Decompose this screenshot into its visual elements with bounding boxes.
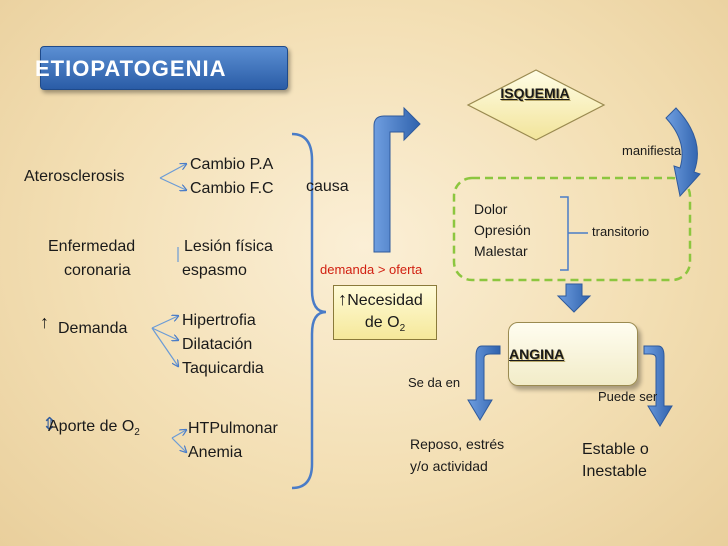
estable-line2: Inestable (582, 463, 647, 480)
up-arrow-icon: ↑ (338, 289, 347, 309)
puede-ser-label: Puede ser (598, 389, 658, 404)
manifiesta-label: manifiesta (622, 143, 682, 158)
demanda-oferta-label: demanda > oferta (320, 262, 423, 277)
necesidad-o2-box: ↑Necesidad de O2 (333, 285, 437, 340)
down-arrow-to-angina (556, 283, 592, 313)
puede-ser-arrow (643, 345, 673, 427)
up-bent-arrow (373, 106, 421, 253)
branch-arrow-aterosclerosis (159, 164, 186, 190)
effect-hipertrofia: Hipertrofia (182, 312, 256, 329)
effect-dilatacion: Dilatación (182, 336, 253, 353)
symptoms-list: Dolor Opresión Malestar (474, 199, 531, 262)
effect-anemia: Anemia (188, 444, 243, 461)
branch-arrow-aporte (171, 430, 186, 452)
isquemia-label: ISQUEMIA (500, 85, 570, 101)
cause-aporte: Aporte de O2 (48, 418, 140, 439)
se-da-en-label: Se da en (408, 375, 461, 390)
effect-cambio-fc: Cambio F.C (190, 180, 274, 197)
se-da-en-arrow (467, 345, 501, 421)
cause-aterosclerosis: Aterosclerosis (24, 168, 125, 185)
isquemia-diamond (466, 69, 606, 141)
up-down-arrow-icon: ⇕ (42, 414, 58, 434)
symptoms-bracket (560, 196, 569, 271)
reposo-line1: Reposo, estrés (410, 436, 505, 452)
estable-text: Estable o Inestable (582, 439, 649, 483)
transitorio-label: transitorio (592, 224, 650, 239)
symptom-item: Malestar (474, 243, 528, 259)
symptom-item: Dolor (474, 201, 508, 217)
branch-arrow-demanda (151, 316, 178, 366)
effect-espasmo: espasmo (182, 262, 247, 279)
effect-lesion: Lesión física (184, 238, 273, 255)
reposo-line2: y/o actividad (410, 458, 488, 474)
symptom-item: Opresión (474, 222, 531, 238)
necesidad-line1: ↑Necesidad (338, 289, 423, 309)
effect-htpulmonar: HTPulmonar (188, 420, 278, 437)
causa-label: causa (306, 178, 349, 195)
up-arrow-icon: ↑ (40, 312, 49, 332)
reposo-text: Reposo, estrés y/o actividad (410, 433, 504, 477)
symptoms-dashed-frame (452, 176, 692, 282)
cause-demanda: Demanda (58, 320, 128, 337)
page-title: ETIOPATOGENIA (35, 46, 288, 90)
manifiesta-curved-arrow (665, 107, 701, 198)
effect-cambio-pa: Cambio P.A (190, 156, 274, 173)
angina-box: ANGINA (508, 322, 638, 386)
estable-line1: Estable o (582, 441, 649, 458)
effect-taquicardia: Taquicardia (182, 360, 264, 377)
cause-enfermedad-line2: coronaria (64, 262, 131, 279)
grouping-brace (291, 132, 327, 490)
cause-enfermedad-line1: Enfermedad (48, 238, 136, 255)
necesidad-line2: de O2 (364, 314, 406, 335)
